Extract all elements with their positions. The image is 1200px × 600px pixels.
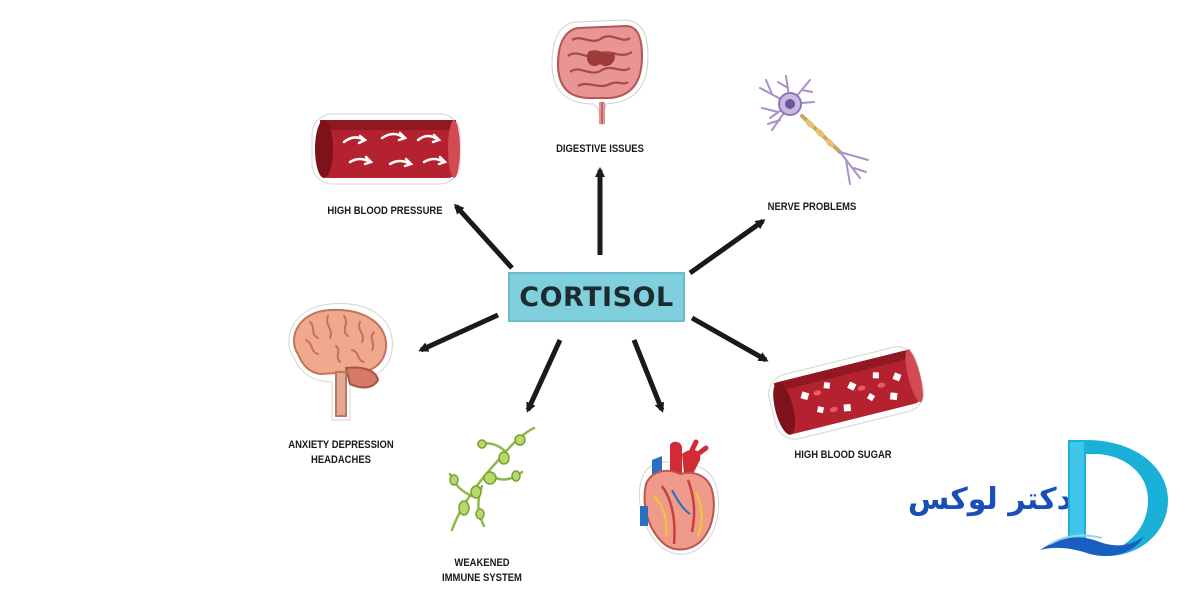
label-immune-line-2: IMMUNE SYSTEM [442,572,522,584]
label-digestive: DIGESTIVE ISSUES [556,143,644,155]
label-nerve: NERVE PROBLEMS [767,201,857,213]
brand-logo: دكتر لوكس [907,438,1172,560]
cortisol-box: CORTISOL [508,272,685,322]
arrow-nerve [688,218,766,276]
label-anxiety: ANXIETY DEPRESSION HEADACHES [277,438,406,468]
label-blood-sugar: HIGH BLOOD SUGAR [794,449,892,461]
label-high-blood-pressure: HIGH BLOOD PRESSURE [327,205,443,217]
logo-text: دكتر لوكس [907,482,1072,517]
d-letter-logo-icon [1040,440,1168,556]
label-immune: WEAKENED IMMUNE SYSTEM [429,556,536,586]
arrow-anxiety [418,312,500,353]
label-anxiety-line-1: ANXIETY DEPRESSION [288,439,394,451]
arrow-high-blood-pressure [453,203,514,270]
intestines-icon [548,12,653,130]
artery-arrows-icon [310,112,462,186]
arrow-blood-sugar [690,315,769,363]
arrow-heart [631,339,665,413]
arrow-immune [525,338,563,413]
label-immune-line-1: WEAKENED [454,557,510,569]
heart-icon [632,439,724,558]
neuron-icon [750,68,874,187]
brain-icon [280,298,400,424]
lymph-icon [442,422,538,534]
blood-vessel-icon [766,346,926,440]
cortisol-label: CORTISOL [519,281,674,313]
label-anxiety-line-2: HEADACHES [311,454,371,466]
